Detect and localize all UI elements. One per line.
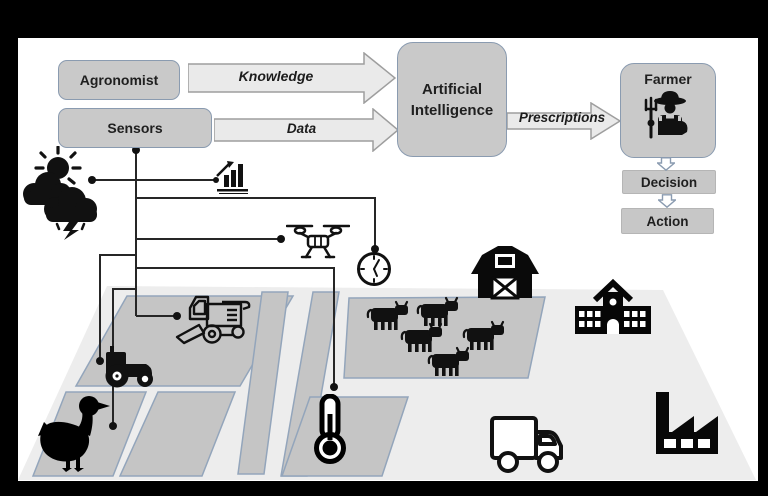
agronomist-label: Agronomist: [79, 72, 159, 88]
clock-icon: [357, 252, 391, 286]
farmer-icon: [644, 91, 688, 139]
weather-sun-clouds-lightning-icon: [23, 146, 97, 240]
action-label: Action: [646, 213, 689, 229]
cow-icon: [427, 346, 471, 378]
truck-icon: [490, 416, 563, 473]
field-plot-6: [280, 396, 410, 477]
sensors-label: Sensors: [107, 120, 163, 136]
node-decision: Decision: [622, 170, 716, 194]
artificial-intelligence-label: Artificial Intelligence: [410, 80, 494, 119]
cow-herd: [366, 296, 506, 378]
drone-icon: [286, 224, 350, 259]
cow-icon: [366, 300, 410, 332]
decision-label: Decision: [640, 174, 698, 190]
factory-icon: [656, 392, 718, 454]
duck-icon: [38, 396, 110, 472]
farmer-label: Farmer: [644, 71, 692, 87]
node-action: Action: [621, 208, 714, 234]
data-arrow: [214, 108, 399, 152]
node-farmer: Farmer: [620, 63, 716, 158]
tractor-icon: [105, 346, 153, 388]
cow-icon: [416, 296, 460, 328]
field-plot-2: [237, 291, 289, 475]
field-plot-1: [74, 295, 295, 387]
down-arrow-icon: [658, 194, 676, 208]
combine-harvester-icon: [175, 295, 251, 345]
down-arrow-icon: [657, 157, 675, 171]
cow-icon: [462, 320, 506, 352]
barn-icon: [471, 246, 539, 300]
school-icon: [575, 278, 651, 334]
knowledge-arrow: [188, 52, 396, 104]
prescriptions-arrow: [507, 102, 621, 140]
data-label: Data: [286, 121, 317, 136]
node-sensors: Sensors: [58, 108, 212, 148]
sensor-node-dots: [88, 146, 379, 430]
field-plot-5: [118, 391, 237, 477]
node-artificial-intelligence: Artificial Intelligence: [397, 42, 507, 157]
thermometer-icon: [314, 394, 346, 464]
growth-chart-icon: [216, 161, 248, 194]
knowledge-label: Knowledge: [238, 68, 314, 84]
cow-icon: [400, 322, 444, 354]
node-agronomist: Agronomist: [58, 60, 180, 100]
prescriptions-label: Prescriptions: [518, 110, 606, 125]
